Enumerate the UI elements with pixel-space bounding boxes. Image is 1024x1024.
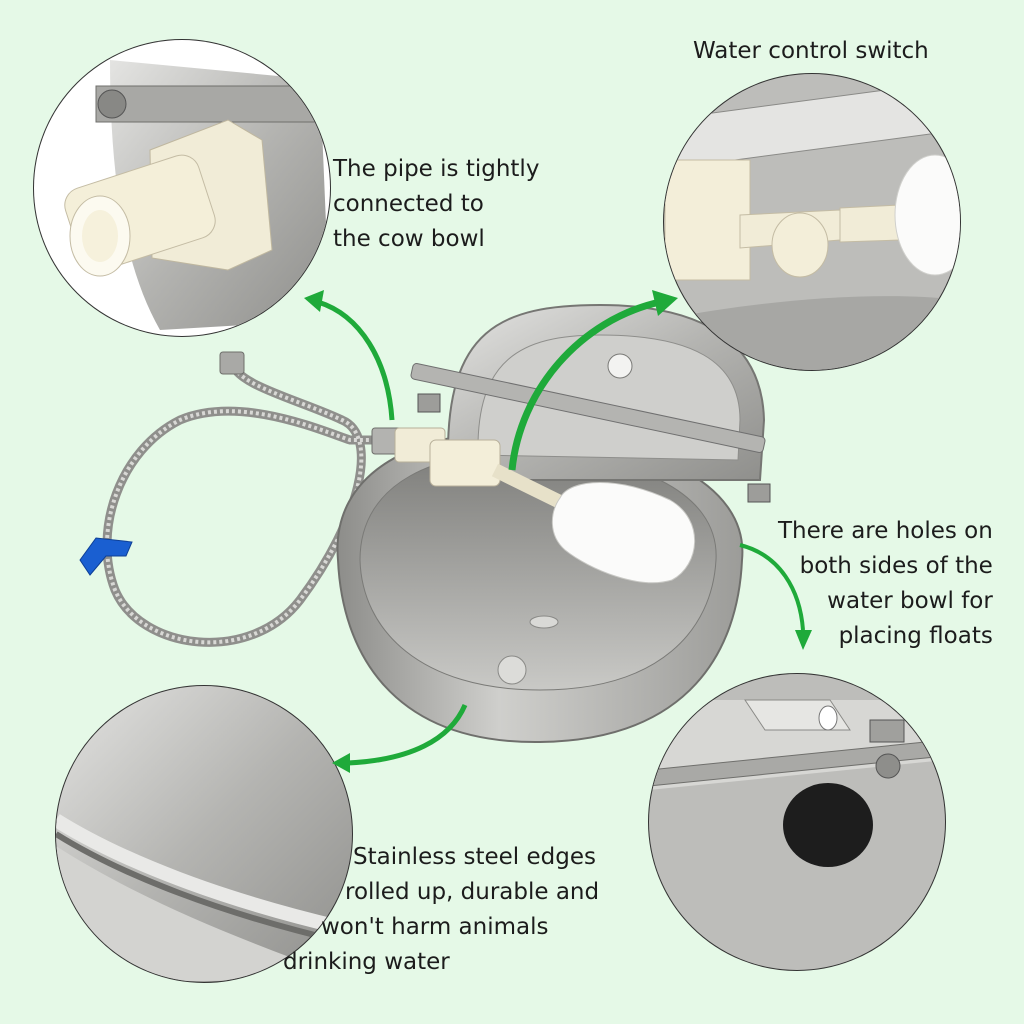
detail-circle-edges bbox=[55, 685, 353, 983]
caption-line: won't harm animals bbox=[321, 914, 549, 940]
edges-caption: Stainless steel edges rolled up, durable… bbox=[283, 840, 599, 980]
braided-hose bbox=[102, 360, 400, 647]
arrow-to-edges bbox=[332, 703, 468, 773]
caption-line: the cow bowl bbox=[333, 226, 485, 252]
arrow-to-holes bbox=[739, 543, 812, 650]
detail-circle-holes bbox=[648, 673, 946, 971]
caption-line: Stainless steel edges bbox=[353, 844, 596, 870]
caption-line: water bowl for bbox=[827, 588, 993, 614]
pipe-caption: The pipe is tightly connected to the cow… bbox=[333, 152, 539, 257]
caption-line: both sides of the bbox=[799, 553, 993, 579]
caption-line: rolled up, durable and bbox=[345, 879, 600, 905]
caption-line: drinking water bbox=[283, 949, 450, 975]
caption-line: Water control switch bbox=[693, 38, 929, 64]
bowl-lid bbox=[410, 303, 771, 503]
arrow-to-switch bbox=[508, 290, 678, 471]
caption-line: The pipe is tightly bbox=[333, 156, 540, 182]
caption-line: There are holes on bbox=[778, 518, 993, 544]
blue-hose-clip bbox=[79, 537, 133, 576]
float-valve bbox=[394, 427, 564, 509]
detail-circle-pipe bbox=[33, 39, 331, 337]
holes-caption: There are holes on both sides of the wat… bbox=[778, 514, 993, 654]
caption-line: connected to bbox=[333, 191, 484, 217]
arrow-to-pipe bbox=[304, 290, 395, 421]
detail-circle-switch bbox=[663, 73, 961, 371]
caption-line: placing floats bbox=[838, 623, 993, 649]
threaded-pipe bbox=[64, 154, 216, 277]
rubber-plug bbox=[783, 783, 873, 867]
white-float bbox=[551, 482, 696, 584]
switch-caption: Water control switch bbox=[693, 34, 929, 69]
